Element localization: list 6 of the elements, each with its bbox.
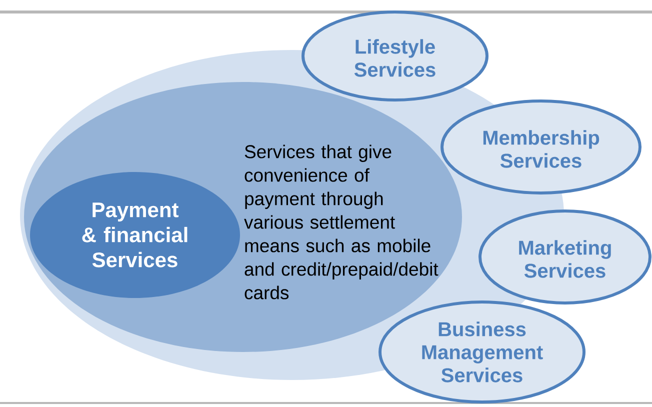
- ellipse-label: Lifestyle Services: [354, 39, 436, 77]
- ellipse-label: Membership Services: [483, 130, 600, 168]
- ellipse-label: Business Management Services: [422, 322, 543, 382]
- description-text: Services that give convenience of payment through various settlement means such as mobile and credit/prepaid/debit cards: [244, 144, 438, 300]
- ellipse-label: Payment & financial Services: [82, 202, 188, 268]
- ellipse-label: Marketing Services: [519, 240, 611, 278]
